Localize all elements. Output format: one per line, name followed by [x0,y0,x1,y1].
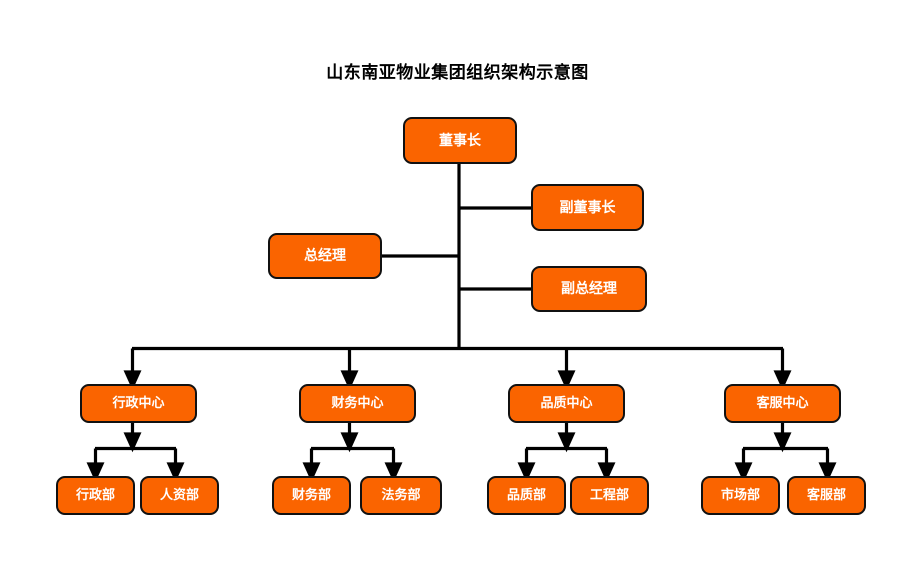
node-deputy-general-manager[interactable]: 副总经理 [531,266,647,312]
page-title: 山东南亚物业集团组织架构示意图 [326,63,589,83]
node-center-admin[interactable]: 行政中心 [80,384,197,423]
node-center-service[interactable]: 客服中心 [724,384,841,423]
node-dept-legal[interactable]: 法务部 [360,476,442,515]
node-dept-engineering[interactable]: 工程部 [570,476,649,515]
node-dept-hr[interactable]: 人资部 [140,476,219,515]
node-center-quality[interactable]: 品质中心 [508,384,625,423]
node-center-finance[interactable]: 财务中心 [299,384,416,423]
node-vice-chairman[interactable]: 副董事长 [531,184,644,231]
node-dept-admin[interactable]: 行政部 [56,476,135,515]
node-dept-service[interactable]: 客服部 [787,476,866,515]
node-dept-quality[interactable]: 品质部 [487,476,566,515]
node-dept-marketing[interactable]: 市场部 [701,476,780,515]
node-dept-finance[interactable]: 财务部 [272,476,351,515]
node-general-manager[interactable]: 总经理 [268,233,382,279]
node-chairman[interactable]: 董事长 [403,117,517,164]
